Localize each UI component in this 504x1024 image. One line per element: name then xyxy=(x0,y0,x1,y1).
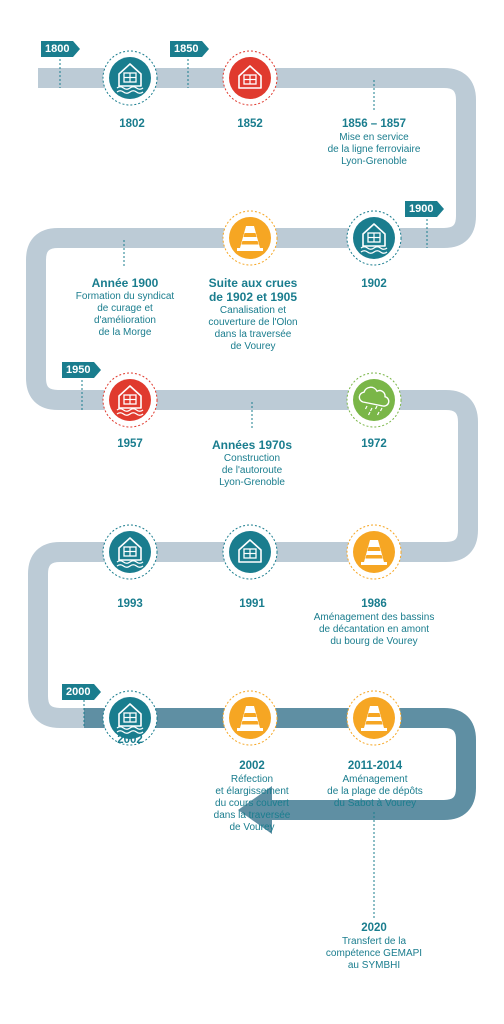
event-label-2011-2014: 2011-2014 Aménagement de la plage de dép… xyxy=(310,760,440,810)
timeline-track-recent xyxy=(84,708,476,820)
event-year: Années 1970s xyxy=(211,438,293,452)
event-label-1856: 1856 – 1857 Mise en service de la ligne … xyxy=(314,118,434,168)
event-year: 1852 xyxy=(237,118,263,130)
connectors xyxy=(59,55,428,918)
event-year: 2011-2014 xyxy=(347,760,403,772)
event-label-1972: 1972 xyxy=(334,438,414,452)
event-node-1902 xyxy=(346,210,402,266)
event-node-1957 xyxy=(102,372,158,428)
event-label-2020: 2020 Transfert de la compétence GEMAPI a… xyxy=(316,922,432,972)
event-node-1972 xyxy=(346,372,402,428)
event-label-1957: 1957 xyxy=(90,438,170,452)
event-description: Formation du syndicat de curage et d'amé… xyxy=(75,291,175,338)
event-node-1993 xyxy=(102,524,158,580)
house-icon xyxy=(238,65,262,89)
event-label-1993: 1993 xyxy=(90,598,170,612)
event-label-1991: 1991 xyxy=(212,598,292,612)
event-year: 1802 xyxy=(119,118,145,130)
event-node-2002 xyxy=(102,690,158,746)
event-label-2002-flood: 2002 xyxy=(90,734,170,748)
event-year: 2002 xyxy=(117,734,143,746)
event-year: 1902 xyxy=(361,278,387,290)
event-description: Réfection et élargissement du cours couv… xyxy=(213,774,291,833)
period-marker-1900: 1900 xyxy=(405,201,446,217)
event-description: Aménagement de la plage de dépôts du Sab… xyxy=(327,774,423,809)
event-year: 1972 xyxy=(361,438,387,450)
event-year: 1986 xyxy=(361,598,387,610)
flooded-house-icon xyxy=(116,703,144,734)
timeline-arrowhead xyxy=(238,786,272,834)
event-year: 1993 xyxy=(117,598,143,610)
period-marker-1950: 1950 xyxy=(62,362,103,378)
event-year: Année 1900 xyxy=(91,276,159,290)
traffic-cone-icon xyxy=(361,540,387,565)
flooded-house-icon xyxy=(360,223,388,254)
event-node-Suite-aux-crues-de-1902-et-1905 xyxy=(222,210,278,266)
period-marker-1850: 1850 xyxy=(170,41,211,57)
event-label-1986: 1986 Aménagement des bassins de décantat… xyxy=(304,598,444,648)
event-description: Mise en service de la ligne ferroviaire … xyxy=(327,132,421,167)
event-node-2011-2014 xyxy=(346,690,402,746)
period-marker-2000: 2000 xyxy=(62,684,103,700)
event-node-1991 xyxy=(222,524,278,580)
event-label-1970s: Années 1970s Construction de l'autoroute… xyxy=(190,438,314,489)
event-label-2002-works: 2002 Réfection et élargissement du cours… xyxy=(196,760,308,834)
event-node-1802 xyxy=(102,50,158,106)
event-year: 2002 xyxy=(239,760,265,772)
event-year: 1991 xyxy=(239,598,265,610)
event-year: 2020 xyxy=(361,922,387,934)
traffic-cone-icon xyxy=(237,706,263,731)
event-label-crues-1902-1905: Suite aux crues de 1902 et 1905 Canalisa… xyxy=(188,276,318,353)
timeline-track xyxy=(26,68,478,728)
event-label-annee-1900: Année 1900 Formation du syndicat de cura… xyxy=(60,276,190,339)
event-label-1852: 1852 xyxy=(210,118,290,132)
event-label-1802: 1802 xyxy=(92,118,172,132)
period-marker-1800: 1800 xyxy=(41,41,82,57)
traffic-cone-icon xyxy=(237,226,263,251)
event-year: Suite aux crues de 1902 et 1905 xyxy=(208,276,298,304)
event-label-1902: 1902 xyxy=(334,278,414,292)
event-node-1852 xyxy=(222,50,278,106)
event-description: Canalisation et couverture de l'Olon dan… xyxy=(208,305,298,352)
house-icon xyxy=(238,539,262,563)
event-node-2002 xyxy=(222,690,278,746)
flooded-house-icon xyxy=(116,385,144,416)
event-year: 1957 xyxy=(117,438,143,450)
event-description: Construction de l'autoroute Lyon-Grenobl… xyxy=(219,453,285,488)
flooded-house-icon xyxy=(116,537,144,568)
event-year: 1856 – 1857 xyxy=(342,118,406,130)
traffic-cone-icon xyxy=(361,706,387,731)
flooded-house-icon xyxy=(116,63,144,94)
event-description: Aménagement des bassins de décantation e… xyxy=(313,612,435,647)
event-description: Transfert de la compétence GEMAPI au SYM… xyxy=(325,936,423,971)
rain-cloud-icon xyxy=(358,386,390,416)
event-node-1986 xyxy=(346,524,402,580)
